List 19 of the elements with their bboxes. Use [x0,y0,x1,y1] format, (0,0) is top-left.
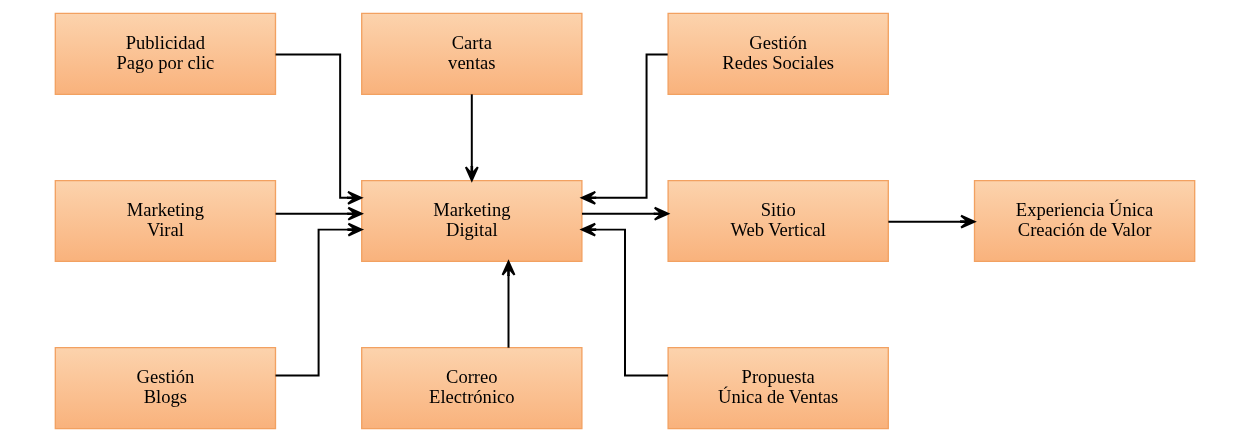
node-box: Gestión Redes Sociales [667,12,889,95]
arrow [501,260,516,349]
arrow [274,53,363,205]
node-box: Gestión Blogs [54,347,277,430]
node-box: Marketing Viral [54,179,277,263]
node-box: Sitio Web Vertical [667,179,889,263]
node-box: Carta ventas [361,12,583,95]
node-box: Publicidad Pago por clic [54,12,277,95]
node-box: Correo Electrónico [361,347,583,430]
arrow [581,206,669,221]
arrow [887,214,976,229]
arrow [464,93,479,182]
node-box: Propuesta Única de Ventas [667,347,889,430]
arrow [274,206,363,221]
arrow [580,222,670,377]
node-box: Experiencia Única Creación de Valor [973,179,1196,263]
arrow [274,222,363,377]
arrow [581,53,669,205]
node-box: Marketing Digital [361,179,583,263]
